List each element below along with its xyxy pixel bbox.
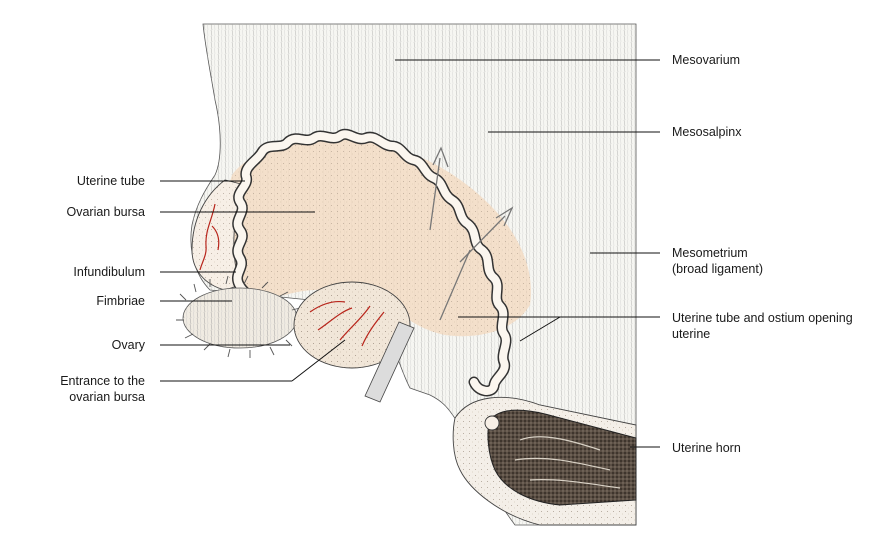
- label-ovarian-bursa: Ovarian bursa: [66, 205, 145, 219]
- label-entrance-cont: ovarian bursa: [69, 390, 145, 404]
- label-uterine-horn: Uterine horn: [672, 441, 741, 455]
- direction-arrows: [429, 146, 514, 321]
- fimbriae: [176, 275, 303, 358]
- label-fimbriae: Fimbriae: [96, 294, 145, 308]
- ovary: [293, 281, 411, 369]
- label-mesosalpinx: Mesosalpinx: [672, 125, 742, 139]
- leader-lines: [160, 59, 660, 448]
- uterine-horn: [452, 396, 637, 526]
- ligament-strap: [364, 321, 415, 403]
- uterine-tube-coil: [232, 128, 512, 397]
- label-mesovarium: Mesovarium: [672, 53, 741, 67]
- label-uterine-tube-ostium-cont: uterine: [672, 327, 711, 341]
- label-uterine-tube: Uterine tube: [76, 174, 145, 188]
- label-uterine-tube-ostium: Uterine tube and ostium opening: [672, 311, 853, 325]
- label-broad-ligament: (broad ligament): [672, 262, 764, 276]
- label-infundibulum: Infundibulum: [73, 265, 145, 279]
- label-entrance: Entrance to the: [60, 374, 145, 388]
- blood-vessels: [199, 203, 220, 271]
- label-ovary: Ovary: [111, 338, 145, 352]
- label-mesometrium: Mesometrium: [672, 246, 748, 260]
